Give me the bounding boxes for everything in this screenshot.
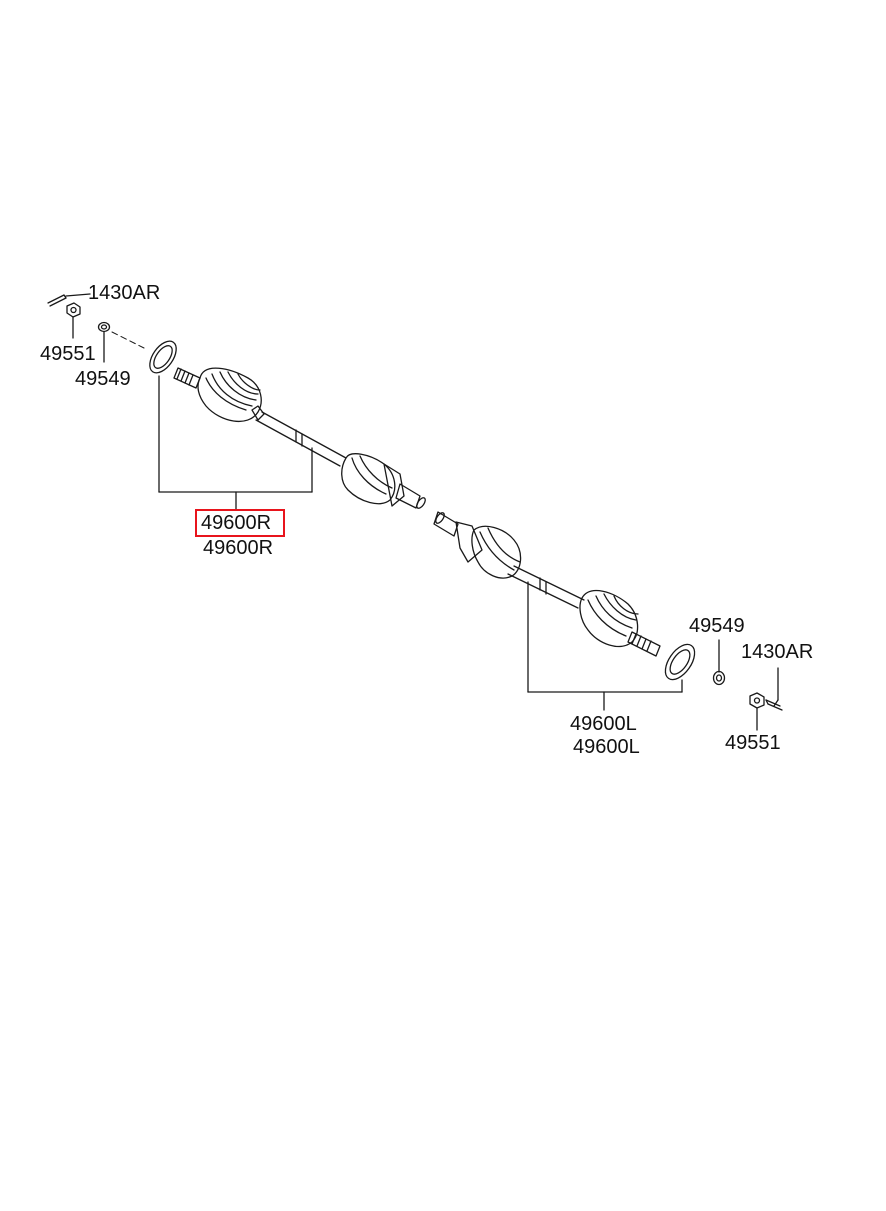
nut-bottom[interactable] (749, 692, 765, 731)
label-pin-top[interactable]: 1430AR (88, 282, 161, 304)
label-pin-bottom[interactable]: 1430AR (741, 641, 814, 663)
split-pin-top[interactable] (47, 293, 91, 307)
label-washer-top[interactable]: 49549 (75, 368, 131, 390)
highlight-box (195, 509, 285, 537)
washer-top[interactable] (97, 321, 111, 363)
split-pin-bottom[interactable] (765, 667, 783, 711)
seal-ring-bottom[interactable] (660, 639, 701, 684)
bracket-49600R (158, 375, 313, 511)
label-shaft-right-highlighted[interactable]: 49600R (201, 512, 272, 534)
seal-ring-top[interactable] (144, 337, 181, 378)
label-shaft-left-b[interactable]: 49600L (573, 736, 640, 758)
bracket-49600L (527, 581, 683, 711)
washer-bottom[interactable] (712, 639, 726, 686)
label-nut-top[interactable]: 49551 (40, 343, 96, 365)
drive-shaft-right[interactable] (173, 367, 427, 510)
drive-shaft-left[interactable] (433, 511, 661, 657)
label-washer-bottom[interactable]: 49549 (689, 615, 745, 637)
nut-top[interactable] (66, 302, 81, 339)
label-shaft-right[interactable]: 49600R (203, 537, 274, 559)
label-shaft-left-a[interactable]: 49600L (570, 713, 637, 735)
label-nut-bottom[interactable]: 49551 (725, 732, 781, 754)
